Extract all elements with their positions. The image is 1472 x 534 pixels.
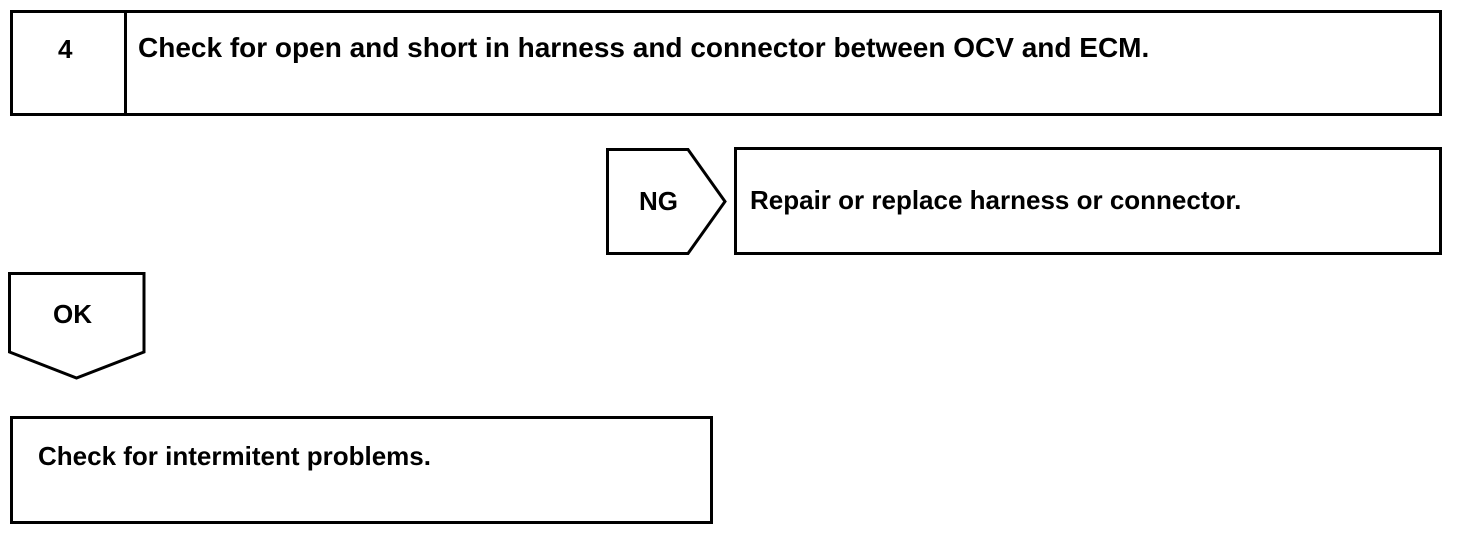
step-number: 4 xyxy=(58,34,73,64)
ng-action-box xyxy=(734,147,1442,255)
ng-label: NG xyxy=(639,186,678,216)
ok-action-text: Check for intermitent problems. xyxy=(38,441,431,471)
ok-label: OK xyxy=(53,299,92,329)
ng-action-text: Repair or replace harness or connector. xyxy=(750,185,1242,215)
step-title: Check for open and short in harness and … xyxy=(138,32,1150,63)
ng-arrow-tag xyxy=(606,148,727,255)
step-number-cell-divider xyxy=(124,13,127,113)
ok-action-box xyxy=(10,416,713,524)
ok-arrow-tag xyxy=(8,272,146,380)
step-header-box xyxy=(10,10,1442,116)
